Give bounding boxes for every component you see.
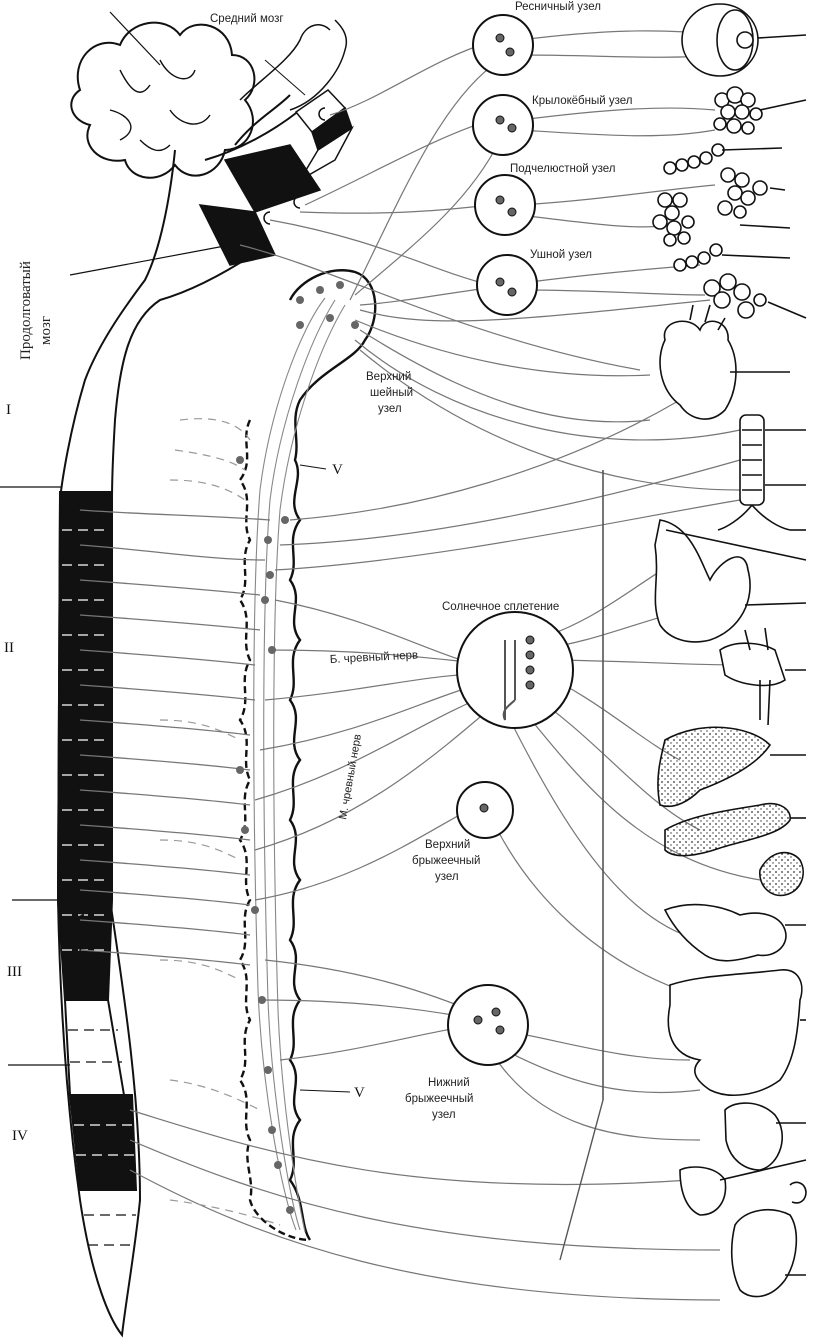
- label-superior-cervical-2: шейный: [370, 387, 413, 399]
- section-label-2: II: [4, 640, 14, 656]
- label-superior-cervical-3: узел: [378, 403, 402, 415]
- bladder-organ: [724, 1102, 806, 1171]
- label-lesser-splanchnic: М. чревный нерв: [337, 733, 364, 820]
- label-inferior-mesenteric-3: узел: [432, 1109, 456, 1121]
- eye-organ: [681, 3, 807, 77]
- pancreas-organ: [664, 802, 806, 857]
- label-midbrain: Средний мозг: [210, 13, 284, 25]
- label-ciliary-ganglion: Ресничный узел: [515, 1, 601, 13]
- section-label-1: I: [6, 402, 11, 418]
- ciliary-ganglion-circle: [472, 14, 534, 76]
- label-inferior-mesenteric-1: Нижний: [428, 1077, 470, 1089]
- label-medulla-line2: мозг: [38, 316, 54, 345]
- label-pointers: [264, 59, 351, 1093]
- label-superior-cervical-1: Верхний: [366, 371, 411, 383]
- adrenal-organ: [759, 851, 804, 897]
- neuron-cell-bodies: [73, 107, 326, 1178]
- heart-organ: [659, 304, 790, 420]
- segment-dividers-light: [68, 1029, 136, 1246]
- pelvic-organ: [679, 1159, 807, 1298]
- ganglion-cells: [473, 33, 535, 1035]
- label-solar-plexus: Солнечное сплетение: [442, 601, 559, 613]
- label-superior-mesenteric-1: Верхний: [425, 839, 470, 851]
- aorta-organ: [719, 627, 806, 726]
- colon-organ: [667, 969, 806, 1096]
- otic-ganglion-circle: [476, 254, 538, 316]
- label-medulla-line1: Продолговатый: [18, 261, 34, 360]
- left-pointer-lines: [0, 11, 231, 1066]
- otic-target-gland: [703, 273, 807, 319]
- submandibular-gland: [717, 167, 786, 219]
- trunk-ganglion-cells: [236, 281, 359, 1214]
- section-label-4: IV: [12, 1128, 28, 1144]
- liver-organ: [657, 726, 806, 808]
- label-pterygopalatine-ganglion: Крылокёбный узел: [532, 95, 632, 107]
- pterygopalatine-ganglion-circle: [472, 94, 534, 156]
- label-greater-splanchnic: Б. чревный нерв: [330, 649, 419, 666]
- inferior-mesenteric-circle: [447, 984, 529, 1066]
- label-submandibular-ganglion: Подчелюстной узел: [510, 163, 615, 175]
- organs: [652, 3, 807, 1298]
- label-inferior-mesenteric-2: брыжеечный: [405, 1093, 473, 1105]
- trunk-fibers: [253, 297, 346, 1233]
- stomach-organ: [654, 519, 807, 643]
- label-superior-mesenteric-2: брыжеечный: [412, 855, 480, 867]
- solar-plexus-stem: [502, 640, 516, 721]
- brain-outline: [59, 19, 347, 501]
- trachea-bronchi-organ: [717, 414, 806, 531]
- otic-target-chain: [673, 243, 791, 272]
- label-trunk-v-lower: V: [354, 1085, 365, 1101]
- parotid-gland: [652, 192, 791, 247]
- sublingual-gland: [663, 143, 783, 175]
- section-label-3: III: [7, 964, 22, 980]
- brainstem-nuclei: [198, 89, 355, 266]
- small-intestine-organ: [663, 903, 806, 962]
- lacrimal-gland: [713, 86, 807, 135]
- label-otic-ganglion: Ушной узел: [530, 249, 592, 261]
- submandibular-ganglion-circle: [474, 174, 536, 236]
- rami: [79, 509, 271, 966]
- label-trunk-v-upper: V: [332, 462, 343, 478]
- label-superior-mesenteric-3: узел: [435, 871, 459, 883]
